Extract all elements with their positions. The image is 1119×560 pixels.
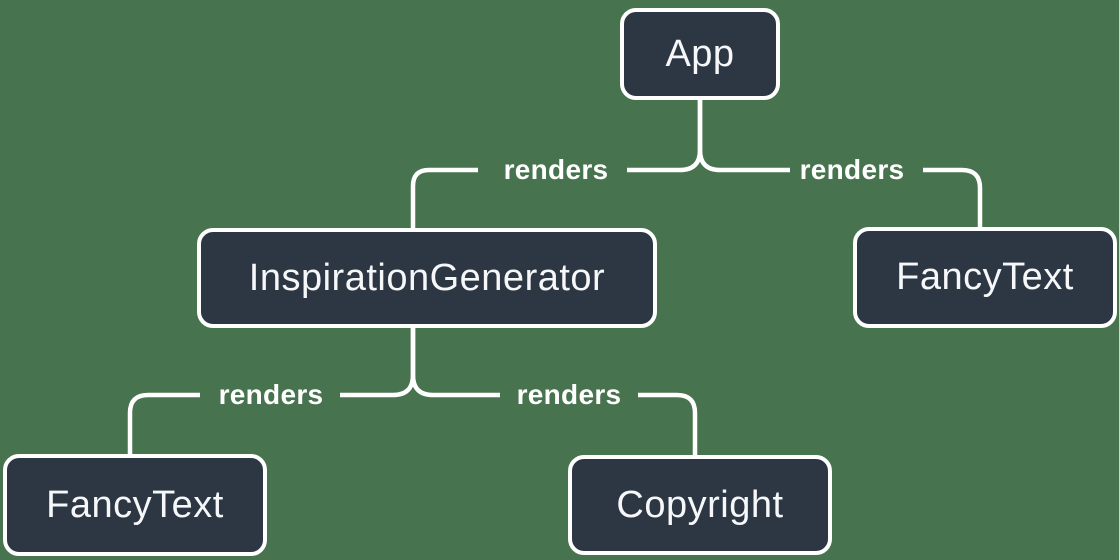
node-fancy-text-right-label: FancyText	[896, 256, 1074, 298]
node-app: App	[620, 8, 780, 100]
edge-label-app-fancytext: renders	[799, 154, 905, 185]
edge-app-fancytext-inner	[697, 100, 790, 173]
node-copyright-label: Copyright	[616, 483, 784, 526]
edge-inspirationgenerator-copyright-outer	[638, 392, 698, 455]
edge-app-inspirationgenerator-outer	[410, 167, 478, 228]
node-app-label: App	[665, 32, 735, 75]
edge-inspirationgenerator-fancytext-inner	[340, 328, 416, 398]
edge-app-inspirationgenerator-inner	[627, 100, 703, 173]
edge-app-fancytext-outer	[923, 167, 983, 227]
node-fancy-text-right: FancyText	[853, 227, 1117, 328]
edge-inspirationgenerator-copyright-inner	[410, 328, 500, 398]
edge-label-inspirationgenerator-fancytext: renders	[218, 379, 324, 410]
edge-label-app-inspirationgenerator: renders	[503, 154, 609, 185]
node-fancy-text-bottom-label: FancyText	[46, 483, 224, 526]
edge-label-inspirationgenerator-copyright: renders	[516, 379, 622, 410]
edge-inspirationgenerator-fancytext-outer	[127, 392, 200, 454]
node-copyright: Copyright	[568, 455, 832, 555]
node-inspiration-generator-label: InspirationGenerator	[248, 256, 606, 299]
node-inspiration-generator: InspirationGenerator	[197, 228, 657, 328]
node-fancy-text-bottom: FancyText	[3, 454, 267, 556]
